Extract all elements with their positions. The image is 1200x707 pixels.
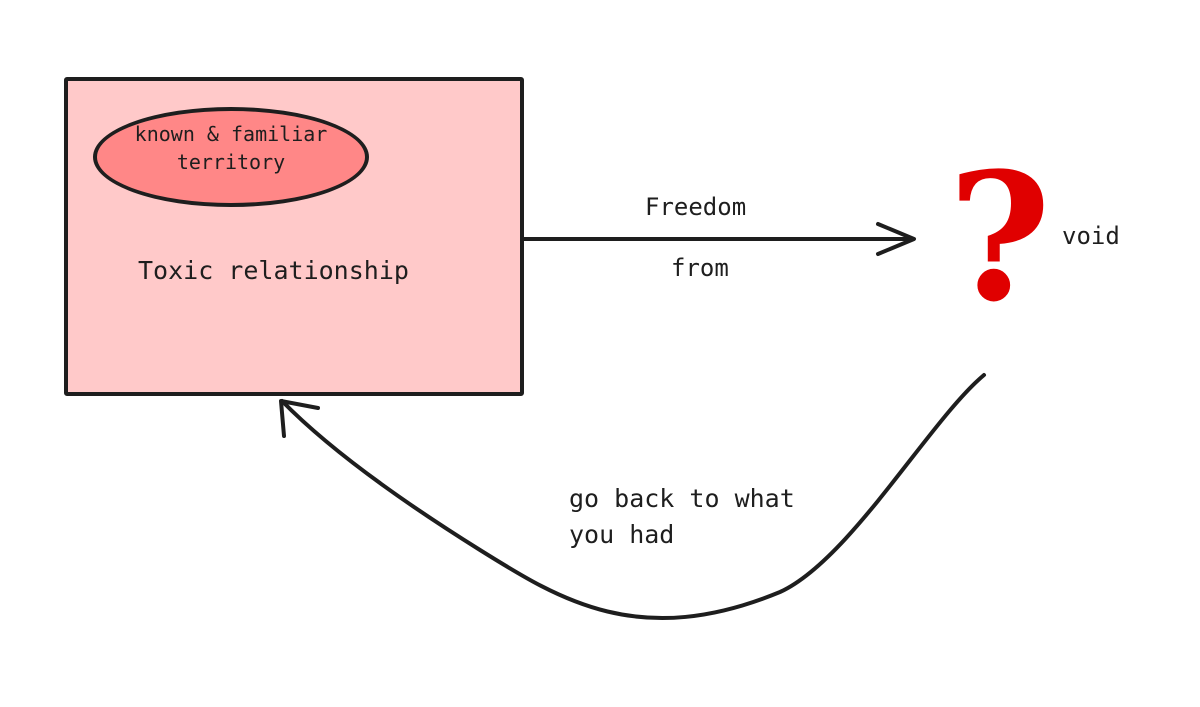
familiar-territory-label: known & familiar territory xyxy=(134,122,328,174)
question-mark-icon: ? xyxy=(948,134,1052,341)
freedom-label: Freedom xyxy=(645,193,747,221)
void-label: void xyxy=(1062,222,1120,250)
toxic-relationship-label: Toxic relationship xyxy=(138,256,409,285)
go-back-label: go back to what you had xyxy=(569,484,795,549)
from-label: from xyxy=(671,254,729,282)
forward-arrow-head xyxy=(876,222,916,256)
familiar-territory-ellipse xyxy=(93,107,369,207)
return-arrow-curve xyxy=(280,373,986,621)
return-arrow-head xyxy=(279,399,320,438)
